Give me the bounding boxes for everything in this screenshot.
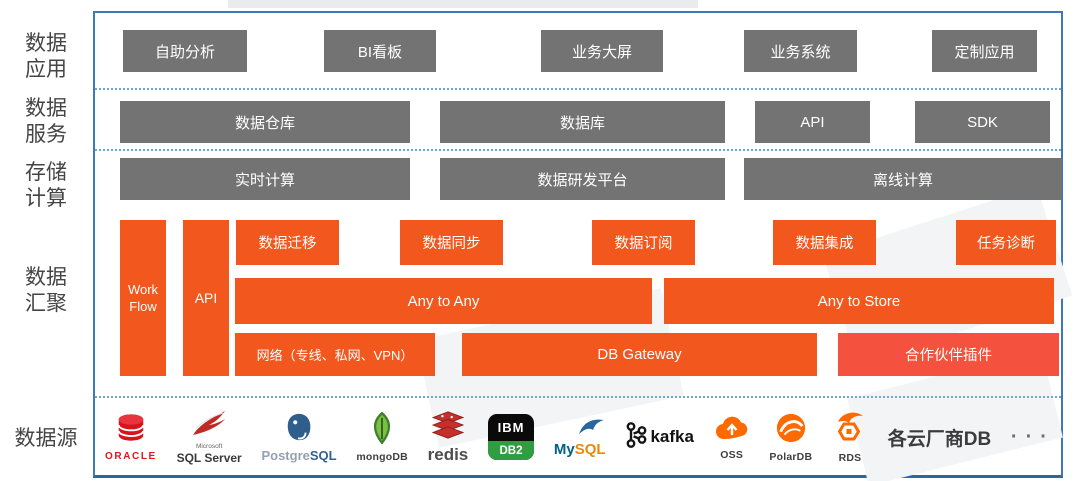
box-business-system: 业务系统: [744, 30, 857, 72]
box-api: API: [755, 101, 870, 143]
box-business-big-screen: 业务大屏: [541, 30, 663, 72]
box-realtime-compute: 实时计算: [120, 158, 410, 200]
datasource-polardb: PolarDB: [769, 412, 812, 463]
ellipsis-more-icon: ···: [1010, 425, 1055, 448]
box-self-service-analysis: 自助分析: [123, 30, 247, 72]
oss-cloud-icon: [714, 414, 750, 447]
kafka-icon: [625, 421, 647, 454]
datasource-mysql: MySQL: [554, 417, 606, 457]
sidebar-label-data-aggregation: 数据 汇聚: [25, 266, 67, 315]
diagram-panel: 自助分析 BI看板 业务大屏 业务系统 定制应用 数据仓库 数据库 API SD…: [93, 11, 1073, 481]
sidebar-label-storage-compute: 存储 计算: [25, 161, 67, 210]
box-data-integration: 数据集成: [773, 220, 876, 265]
box-data-sync: 数据同步: [400, 220, 503, 265]
datasource-oss: OSS: [714, 414, 750, 461]
box-offline-compute: 离线计算: [744, 158, 1062, 200]
box-network-vpn: 网络（专线、私网、VPN）: [235, 333, 435, 376]
redis-stack-icon: [429, 411, 467, 444]
sidebar-label-data-application: 数据 应用: [25, 32, 67, 81]
box-task-diagnosis: 任务诊断: [956, 220, 1056, 265]
section-divider: [95, 88, 1061, 90]
box-any-to-store: Any to Store: [664, 278, 1054, 324]
box-any-to-any: Any to Any: [235, 278, 652, 324]
postgresql-elephant-icon: [284, 412, 314, 447]
datasource-oracle: ORACLE: [105, 412, 157, 462]
box-workflow: Work Flow: [120, 220, 166, 376]
box-data-warehouse: 数据仓库: [120, 101, 410, 143]
oracle-database-icon: [114, 412, 148, 449]
sidebar-label-data-service: 数据 服务: [25, 97, 67, 146]
box-data-dev-platform: 数据研发平台: [440, 158, 725, 200]
box-api-vertical: API: [183, 220, 229, 376]
mongodb-leaf-icon: [369, 411, 395, 449]
box-sdk: SDK: [915, 101, 1050, 143]
sqlserver-icon: [192, 410, 226, 441]
mysql-dolphin-icon: [578, 417, 606, 440]
sidebar-label-data-source: 数据源: [14, 427, 78, 450]
section-divider: [95, 149, 1061, 151]
datasource-postgresql: PostgreSQL: [261, 412, 337, 463]
box-bi-dashboard: BI看板: [324, 30, 436, 72]
box-custom-application: 定制应用: [932, 30, 1037, 72]
box-database: 数据库: [440, 101, 725, 143]
datasource-sqlserver: Microsoft SQL Server: [177, 410, 242, 465]
datasource-redis: redis: [428, 411, 468, 463]
datasource-kafka: kafka: [625, 421, 694, 454]
box-partner-plugin: 合作伙伴插件: [838, 333, 1059, 376]
ibm-db2-icon: IBM DB2: [488, 414, 534, 460]
box-data-subscription: 数据订阅: [592, 220, 695, 265]
datasource-row: ORACLE Microsoft SQL Server: [105, 401, 1055, 473]
rds-dolphin-icon: [832, 411, 868, 450]
polardb-bear-icon: [775, 412, 807, 449]
datasource-mongodb: mongoDB: [356, 411, 408, 463]
datasource-rds: RDS: [832, 411, 868, 464]
box-data-migration: 数据迁移: [236, 220, 339, 265]
section-divider: [95, 396, 1061, 398]
cloud-vendor-db-label: 各云厂商DB: [887, 428, 992, 450]
background-decoration: [228, 0, 698, 8]
box-db-gateway: DB Gateway: [462, 333, 817, 376]
